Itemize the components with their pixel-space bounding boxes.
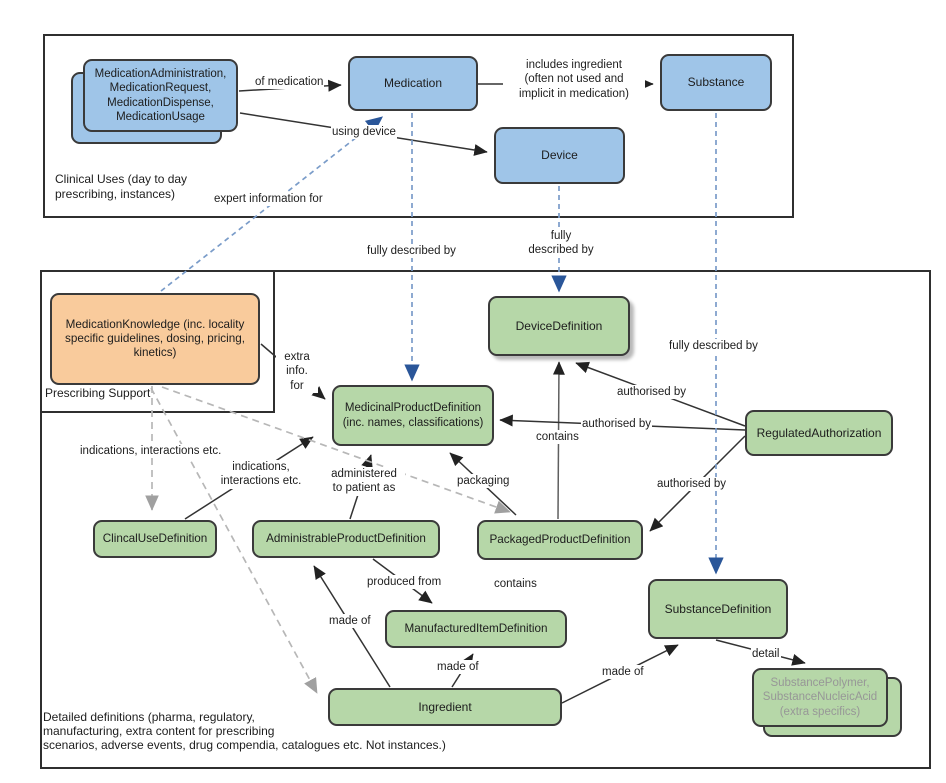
node-substance: Substance	[660, 54, 772, 111]
label-administered-to-patient-as: administered to patient as	[323, 467, 405, 496]
label-made-of-substance: made of	[601, 665, 645, 680]
edge-knowledge-ingredient	[150, 387, 318, 694]
label-indications-interactions-2: indications, interactions etc.	[218, 460, 304, 489]
label-fully-described-device: fully described by	[523, 229, 599, 258]
label-authorised-by-device: authorised by	[616, 385, 688, 400]
node-clincal-use-definition: ClincalUseDefinition	[93, 520, 217, 558]
label-using-device: using device	[331, 125, 397, 140]
label-packaging: packaging	[456, 474, 511, 489]
node-substance-definition: SubstanceDefinition	[648, 579, 788, 639]
node-medication-stack: MedicationAdministration, MedicationRequ…	[83, 59, 238, 132]
label-contains-manufactured: contains	[493, 577, 538, 592]
node-administrable-product-definition: AdministrableProductDefinition	[252, 520, 440, 558]
node-substance-polymer: SubstancePolymer, SubstanceNucleicAcid (…	[752, 668, 888, 727]
node-medication-knowledge: MedicationKnowledge (inc. locality speci…	[50, 293, 260, 385]
detailed-definitions-group-frame	[40, 270, 931, 769]
edge-knowledge-packaged	[161, 386, 511, 514]
caption-clinical-uses: Clinical Uses (day to day prescribing, i…	[55, 172, 188, 201]
clinical-uses-group-frame	[43, 34, 794, 218]
caption-detailed-definitions: Detailed definitions (pharma, regulatory…	[43, 710, 446, 753]
label-expert-information-for: expert information for	[213, 192, 324, 207]
label-fully-described-substance: fully described by	[668, 339, 759, 354]
label-contains-device: contains	[535, 430, 580, 445]
label-indications-interactions-1: indications, interactions etc.	[79, 444, 223, 459]
label-made-of-administrable: made of	[328, 614, 372, 629]
node-manufactured-item-definition: ManufacturedItemDefinition	[385, 610, 567, 648]
label-extra-info-for: extra info. for	[276, 350, 318, 394]
label-authorised-by-medicinal: authorised by	[581, 417, 653, 432]
node-medicinal-product-definition: MedicinalProductDefinition (inc. names, …	[332, 385, 494, 446]
prescribing-support-group-frame	[40, 270, 275, 413]
label-of-medication: of medication	[254, 75, 325, 90]
label-includes-ingredient: includes ingredient (often not used and …	[503, 58, 645, 102]
label-fully-described-medication: fully described by	[366, 244, 457, 259]
caption-prescribing-support: Prescribing Support	[45, 386, 151, 400]
label-authorised-by-packaged: authorised by	[656, 477, 728, 492]
label-detail: detail	[751, 647, 781, 662]
label-made-of-manufactured: made of	[436, 660, 480, 675]
node-device: Device	[494, 127, 625, 184]
node-packaged-product-definition: PackagedProductDefinition	[477, 520, 643, 560]
node-device-definition: DeviceDefinition	[488, 296, 630, 356]
node-ingredient: Ingredient	[328, 688, 562, 726]
node-medication: Medication	[348, 56, 478, 111]
node-regulated-authorization: RegulatedAuthorization	[745, 410, 893, 456]
label-produced-from: produced from	[366, 575, 443, 590]
